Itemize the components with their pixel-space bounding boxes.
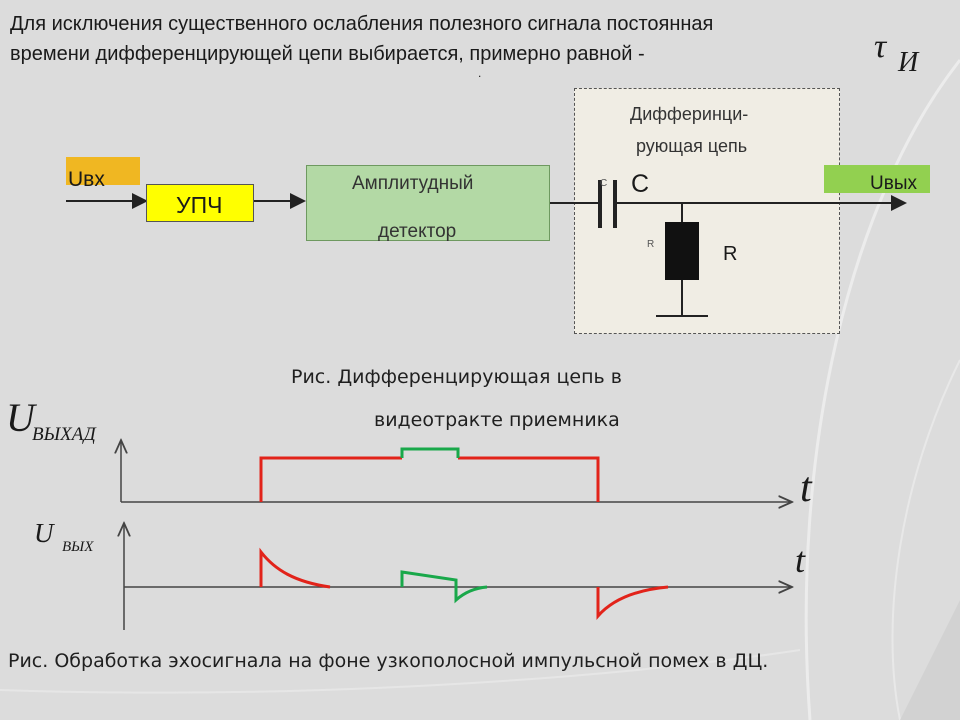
header-dot: . bbox=[478, 66, 482, 80]
noise-response bbox=[400, 570, 488, 604]
input-label-bg bbox=[66, 157, 140, 185]
input-label: Uвх bbox=[68, 168, 105, 191]
resistor-label: R bbox=[723, 243, 738, 265]
graph-bottom-y-axis-main: U bbox=[34, 518, 54, 548]
detector-label-line-1: Амплитудный bbox=[352, 173, 474, 194]
echo-pulse bbox=[259, 456, 600, 502]
tau-subscript: И bbox=[898, 47, 919, 78]
caption-1-line-1: Рис. Дифференцирующая цепь в bbox=[291, 366, 622, 388]
detector-label-line-2: детектор bbox=[378, 221, 457, 242]
output-label: Uвых bbox=[870, 173, 917, 194]
graph-top-y-axis-sub: ВЫХАД bbox=[32, 424, 96, 445]
differentiating-circuit-box bbox=[574, 88, 840, 334]
background-curve bbox=[891, 359, 960, 720]
resistor bbox=[665, 222, 699, 280]
dc-title-line-1: Дифферинци- bbox=[630, 104, 749, 124]
upch-block bbox=[146, 184, 254, 222]
amplitude-detector-block bbox=[306, 165, 550, 241]
header-line-2: времени дифференцирующей цепи выбирается… bbox=[10, 43, 645, 65]
background-curve bbox=[804, 59, 960, 720]
upch-label: УПЧ bbox=[176, 192, 223, 218]
capacitor-small-label: C bbox=[600, 178, 608, 189]
graph-top-y-axis-main: U bbox=[6, 395, 35, 440]
noise-pulse bbox=[400, 447, 460, 458]
tau-symbol: τ bbox=[874, 28, 887, 65]
graph-bottom-x-axis: t bbox=[795, 540, 806, 580]
dc-title-line-2: рующая цепь bbox=[636, 136, 748, 156]
echo-leading-edge-response bbox=[259, 547, 331, 589]
background-curve bbox=[0, 649, 801, 694]
background-corner bbox=[900, 600, 960, 720]
echo-trailing-edge-response bbox=[596, 585, 669, 620]
header-line-1: Для исключения существенного ослабления … bbox=[10, 13, 714, 35]
caption-1-line-2: видеотракте приемника bbox=[374, 409, 620, 431]
caption-2: Рис. Обработка эхосигнала на фоне узкопо… bbox=[8, 650, 769, 672]
graph-bottom-y-axis-sub: ВЫХ bbox=[62, 539, 94, 555]
capacitor-label: С bbox=[631, 170, 650, 198]
graph-top-x-axis: t bbox=[800, 465, 812, 511]
resistor-small-label: R bbox=[647, 239, 655, 250]
output-label-bg bbox=[824, 165, 930, 193]
